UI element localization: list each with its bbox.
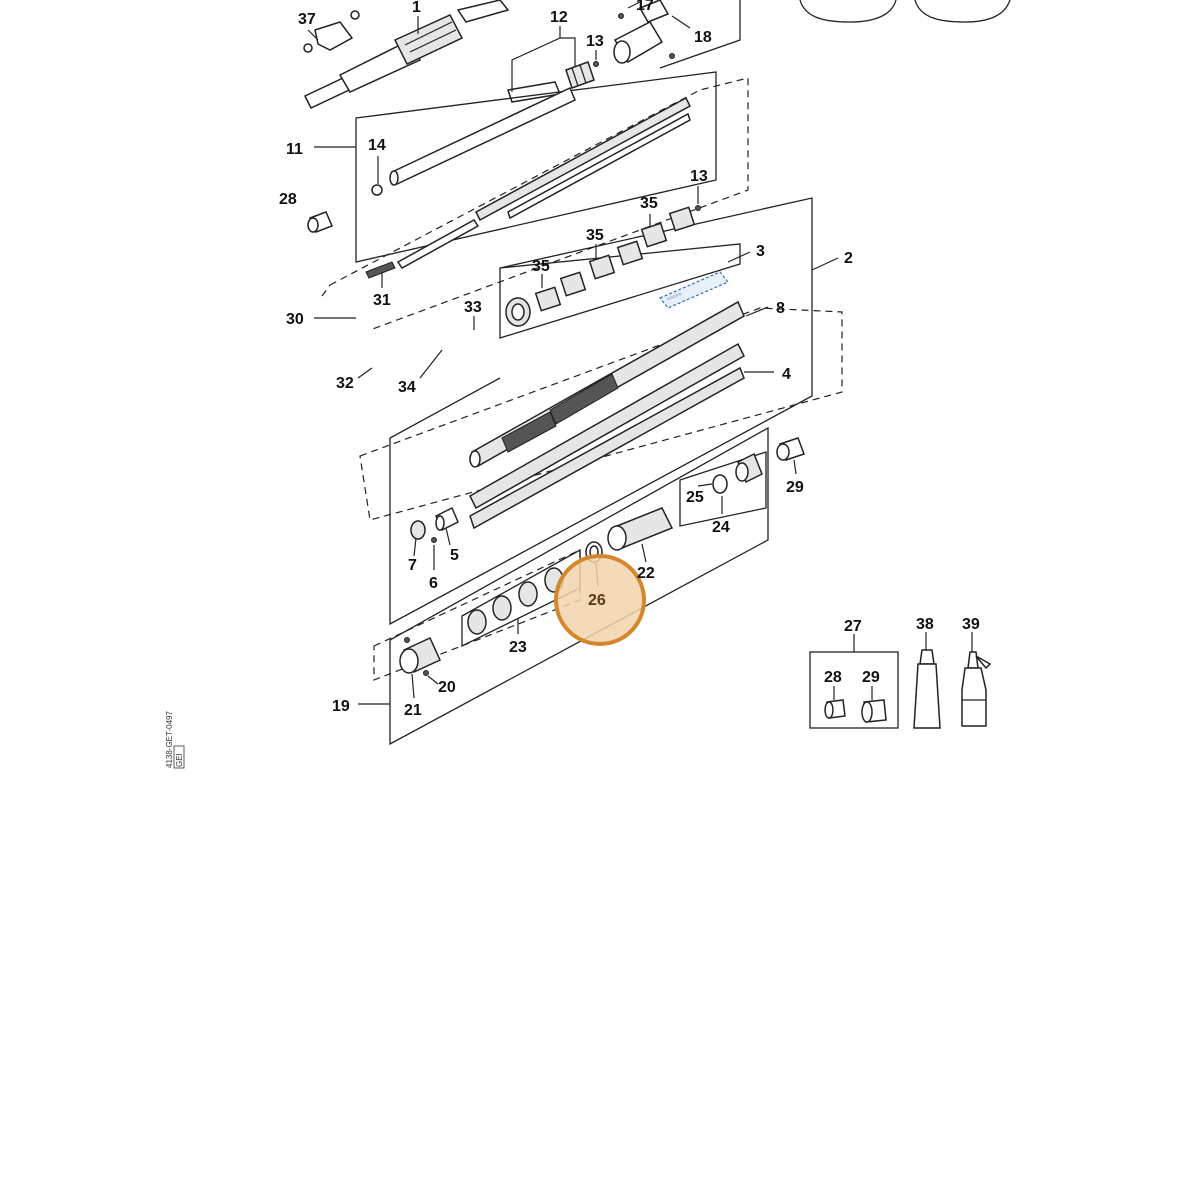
label-7: 7	[408, 557, 417, 574]
label-38: 38	[916, 616, 934, 633]
label-18: 18	[694, 29, 712, 46]
part-6-pin	[431, 537, 437, 543]
detail-circle-views	[799, 0, 1011, 23]
label-25: 25	[686, 489, 704, 506]
label-32: 32	[336, 375, 354, 392]
drawing-code-text: 4138-GET-0497	[165, 711, 174, 768]
part-35-bearings	[505, 206, 696, 327]
detail-circle-left	[799, 0, 897, 23]
label-20: 20	[438, 679, 456, 696]
label-23: 23	[509, 639, 527, 656]
label-6: 6	[429, 575, 438, 592]
drawing-code: 4138-GET-0497 GEI	[165, 711, 185, 769]
label-17: 17	[636, 0, 654, 14]
upper-box-outline	[659, 0, 741, 69]
label-11: 11	[286, 141, 303, 158]
label-14: 14	[368, 137, 386, 154]
part-39-oil-bottle	[961, 651, 992, 727]
part-labels: 37 1 17 12 13 18 11 14 28 13 35 35 35 3 …	[279, 0, 980, 719]
part-28-bushing	[307, 211, 333, 233]
label-22: 22	[637, 565, 655, 582]
label-30: 30	[286, 311, 304, 328]
label-3: 3	[756, 243, 765, 260]
part-5-coupling	[435, 506, 459, 532]
label-29-kit: 29	[862, 669, 880, 686]
part-18-sleeve	[613, 0, 675, 64]
label-4: 4	[782, 366, 791, 383]
group-2-box	[359, 197, 843, 626]
part-29-bushing	[776, 437, 805, 461]
label-8: 8	[776, 300, 785, 317]
label-12: 12	[550, 9, 568, 26]
part-22-tube	[607, 507, 674, 551]
group-27-box	[809, 651, 899, 729]
part-23-rings	[467, 567, 564, 635]
part-4-tube	[469, 342, 745, 530]
part-21-nut	[399, 637, 441, 674]
label-35-right: 35	[640, 195, 658, 212]
label-37: 37	[298, 11, 316, 28]
label-31: 31	[373, 292, 391, 309]
highlight-circle-part-26	[554, 554, 646, 646]
part-38-grease-tube	[913, 649, 941, 729]
part-1-drive-housing	[303, 0, 510, 109]
label-28-left: 28	[279, 191, 297, 208]
part-8-shaft	[469, 300, 745, 468]
label-24: 24	[712, 519, 730, 536]
label-2: 2	[844, 250, 853, 267]
drawing-code-badge: GEI	[175, 753, 184, 767]
part-37-clip	[303, 10, 360, 53]
label-13-mid: 13	[690, 168, 708, 185]
part-24-bushing	[735, 452, 763, 484]
part-7-bearing	[410, 520, 426, 540]
label-13-top: 13	[586, 33, 604, 50]
label-35-mid: 35	[586, 227, 604, 244]
label-34: 34	[398, 379, 416, 396]
part-20-pin	[404, 637, 429, 676]
label-1: 1	[412, 0, 421, 16]
label-21: 21	[404, 702, 422, 719]
label-33: 33	[464, 299, 482, 316]
part-11-long-tube	[389, 86, 576, 186]
label-19: 19	[332, 698, 350, 715]
part-13-bearing-top	[565, 61, 599, 89]
label-28-kit: 28	[824, 669, 842, 686]
label-26-highlighted: 26	[588, 592, 606, 609]
label-35-left: 35	[532, 258, 550, 275]
group-11-box	[321, 71, 749, 331]
label-27: 27	[844, 618, 862, 635]
label-5: 5	[450, 547, 459, 564]
part-3-sticker: ◦◦◦◦◦	[659, 271, 729, 309]
label-39: 39	[962, 616, 980, 633]
detail-circle-right	[914, 0, 1011, 23]
part-25-oring	[712, 474, 728, 494]
leader-lines	[307, 1, 973, 705]
group-11-shafts	[365, 96, 701, 279]
label-29-right: 29	[786, 479, 804, 496]
